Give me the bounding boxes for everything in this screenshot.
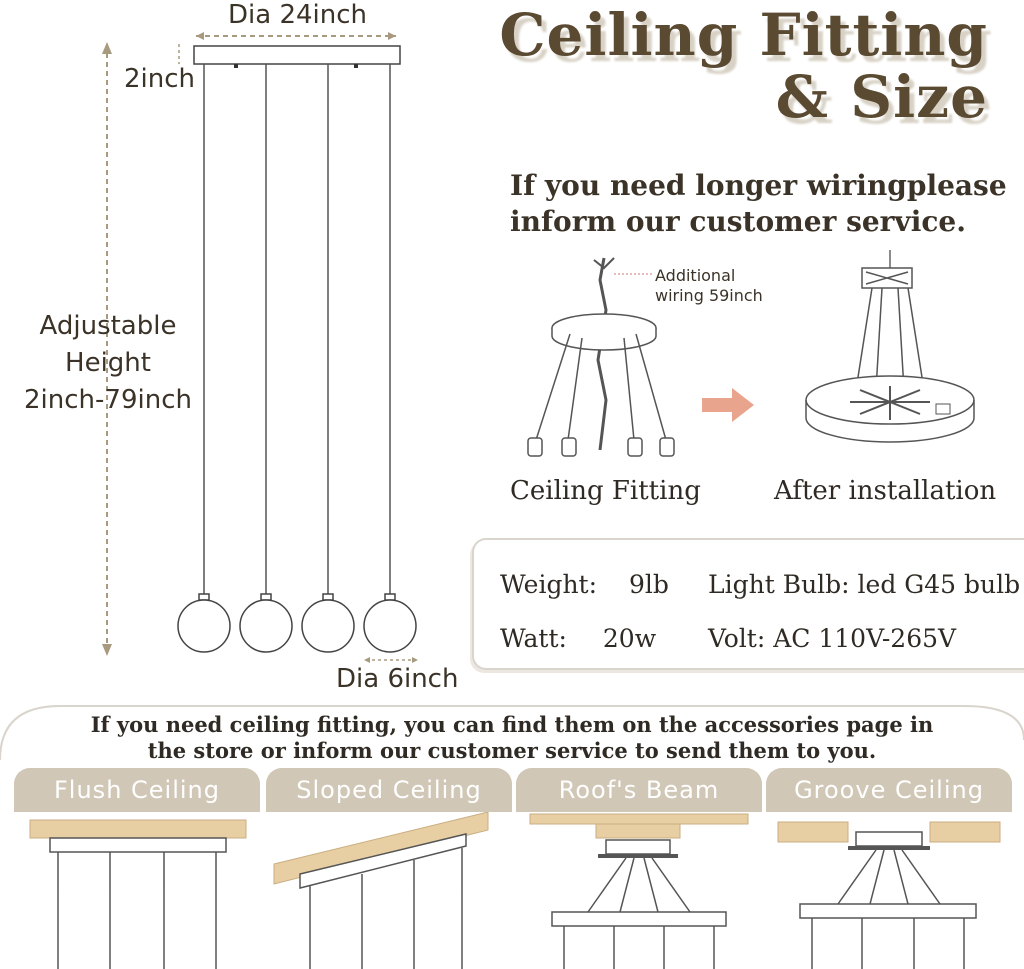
ceiling-fitting-illustration (527, 250, 975, 457)
wiring-note: If you need longer wiringplease inform o… (510, 168, 1007, 240)
bulb-spec: Light Bulb: led G45 bulb (708, 570, 1020, 599)
weight-value: 9lb (628, 570, 669, 599)
weight-label: Weight: (500, 570, 598, 599)
panel-title: Sloped Ceiling (266, 768, 512, 812)
globe-diameter-label: Dia 6inch (336, 664, 459, 694)
ceiling-type-groove: Groove Ceiling (766, 768, 1012, 969)
volt-label: Volt: (708, 624, 766, 653)
panel-title: Flush Ceiling (14, 768, 260, 812)
additional-wiring-line1: Additional (655, 266, 736, 285)
pendant-dimension-drawing (102, 32, 418, 663)
additional-wiring-line2: wiring 59inch (655, 286, 763, 305)
globe-shade (177, 593, 231, 653)
page-title: Ceiling Fitting & Size (499, 4, 988, 128)
watt-label: Watt: (500, 624, 567, 653)
accessory-note: If you need ceiling fitting, you can fin… (0, 712, 1024, 764)
globe-shade (301, 593, 355, 653)
arrow-right (388, 32, 396, 40)
ceiling-canopy (193, 45, 401, 65)
flush-ceiling-diagram (29, 819, 247, 969)
title-line2: & Size (775, 63, 988, 131)
adjustable-line2: Height (65, 348, 151, 378)
wiring-note-line2: inform our customer service. (510, 205, 966, 238)
ceiling-type-sloped: Sloped Ceiling (266, 768, 512, 969)
volt-value: AC 110V-265V (773, 624, 957, 653)
adjustable-line1: Adjustable (39, 311, 177, 341)
bulb-value: led G45 bulb (857, 570, 1021, 599)
caption-after-installation: After installation (774, 476, 997, 506)
wiring-note-line1: If you need longer wiringplease (510, 169, 1007, 202)
socket (659, 437, 675, 457)
additional-wiring-label: Additional wiring 59inch (655, 266, 763, 306)
accessory-note-line1: If you need ceiling fitting, you can fin… (90, 712, 934, 737)
arrow-icon (702, 388, 754, 422)
adjustable-line3: 2inch-79inch (24, 385, 192, 415)
arrow-left (196, 32, 204, 40)
panel-title: Groove Ceiling (766, 768, 1012, 812)
sloped-ceiling-diagram (273, 811, 489, 969)
canopy-height-label: 2inch (124, 64, 196, 94)
watt-spec: Watt: 20w (500, 624, 656, 653)
panel-title: Roof's Beam (516, 768, 762, 812)
bulb-label: Light Bulb: (708, 570, 850, 599)
accessory-note-line2: the store or inform our customer service… (147, 738, 877, 763)
spec-box (472, 538, 1024, 670)
socket (527, 437, 543, 457)
socket (561, 437, 577, 457)
socket (627, 437, 643, 457)
title-line1: Ceiling Fitting (499, 1, 988, 69)
caption-ceiling-fitting: Ceiling Fitting (510, 476, 701, 506)
globe-shade (239, 593, 293, 653)
ceiling-type-flush: Flush Ceiling (14, 768, 260, 969)
additional-wiring (596, 257, 608, 451)
watt-value: 20w (602, 624, 657, 653)
volt-spec: Volt: AC 110V-265V (708, 624, 956, 653)
weight-spec: Weight: 9lb (500, 570, 669, 599)
globe-shade (363, 593, 417, 653)
roof-beam-diagram (529, 813, 749, 969)
diameter-label: Dia 24inch (228, 0, 368, 30)
adjustable-height-label: Adjustable Height 2inch-79inch (18, 308, 198, 419)
ceiling-type-roof-beam: Roof's Beam (516, 768, 762, 969)
accessory-section-border (0, 705, 1024, 760)
groove-ceiling-diagram (777, 821, 1001, 969)
